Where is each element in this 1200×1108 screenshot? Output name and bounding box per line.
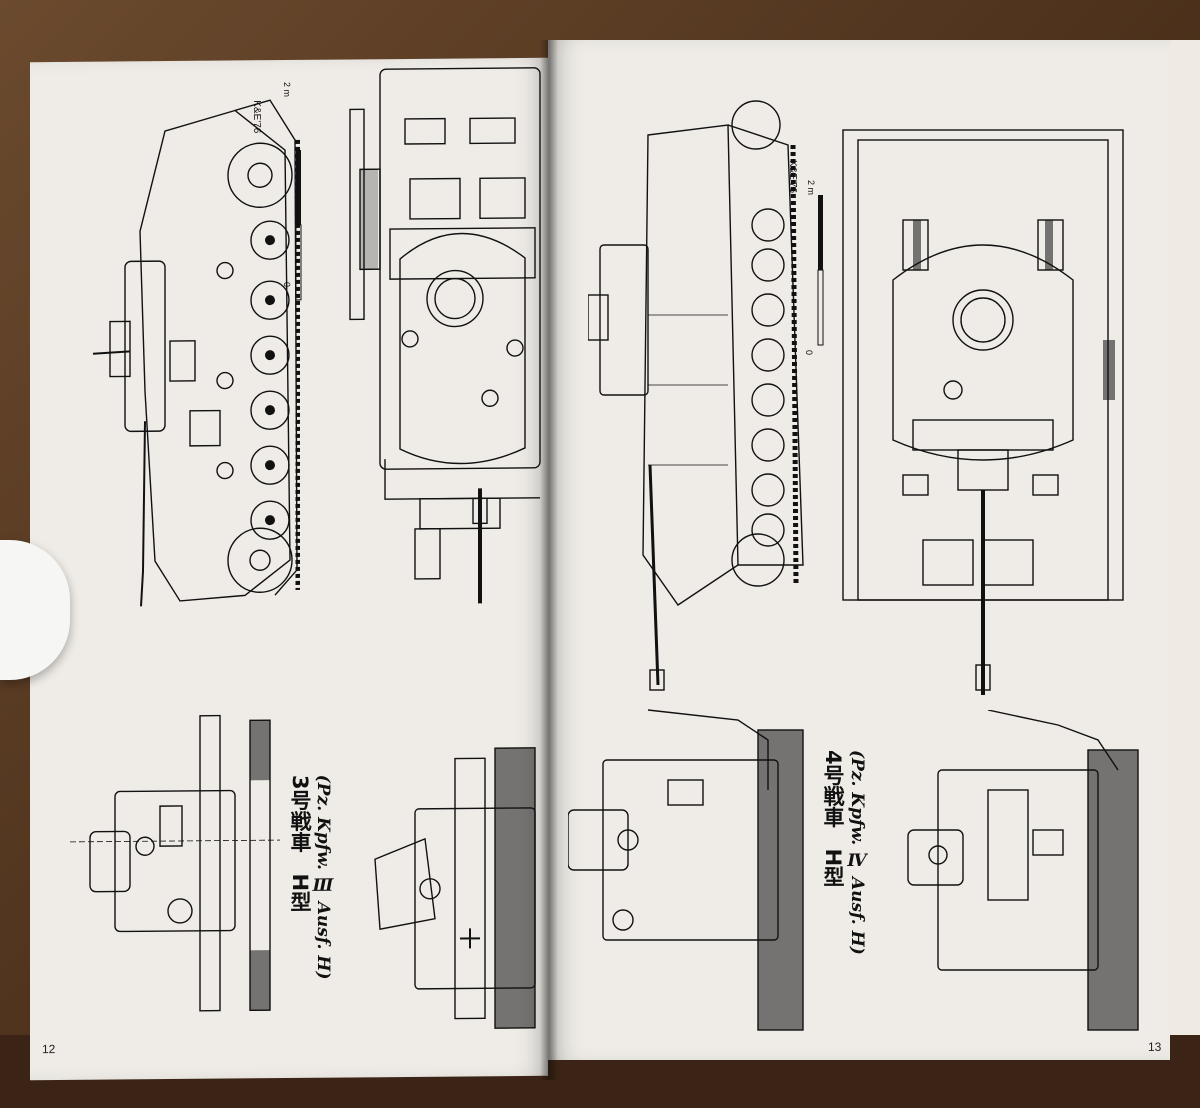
left-scale-bar <box>295 149 302 301</box>
left-caption-japanese: 3号戦車 H型 <box>288 774 312 913</box>
left-scale-bottom: 0 <box>282 281 292 288</box>
right-caption-english: (Pz. Kpfw. Ⅳ Ausf. H) <box>847 750 867 955</box>
left-scale-top: 2 m <box>282 81 292 98</box>
left-page: 2 m 0 K&E'76 <box>30 57 548 1081</box>
left-caption-english: (Pz. Kpfw. Ⅲ Ausf. H) <box>313 774 333 980</box>
right-page: K&E'76 2 m 0 <box>548 40 1170 1060</box>
right-scale-top: 2 m <box>806 180 816 196</box>
pz4-front-view-drawing <box>568 709 804 1031</box>
left-artist-mark: K&E'76 <box>251 100 262 134</box>
pz3-rear-view-drawing <box>374 747 536 1029</box>
right-scale-bar <box>817 195 824 346</box>
left-page-number: 12 <box>42 1042 56 1057</box>
right-artist-mark: K&E'76 <box>787 160 798 194</box>
pz4-side-view-drawing <box>588 100 804 691</box>
pz3-side-view-drawing <box>92 99 300 607</box>
pz3-front-view-drawing <box>70 714 280 1012</box>
pz3-top-view-drawing <box>349 67 541 604</box>
right-caption-japanese: 4号戦車 H型 <box>821 750 845 888</box>
right-scale-bottom: 0 <box>804 350 814 356</box>
pz4-rear-view-drawing <box>907 710 1139 1031</box>
book-gutter <box>540 40 558 1080</box>
pz4-top-view-drawing <box>842 129 1124 695</box>
right-page-number: 13 <box>1148 1040 1162 1054</box>
